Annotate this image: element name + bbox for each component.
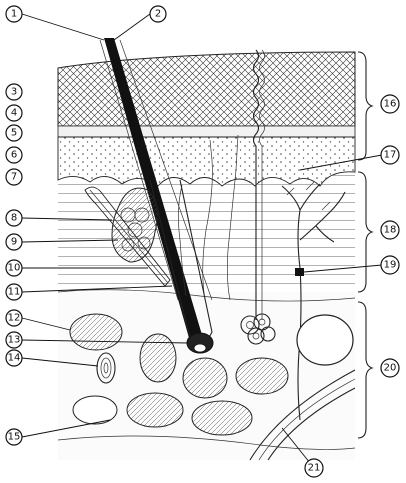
clear-layer xyxy=(58,126,355,137)
svg-text:21: 21 xyxy=(308,463,321,474)
svg-text:17: 17 xyxy=(384,150,397,161)
svg-text:15: 15 xyxy=(8,432,21,443)
label-7: 7 xyxy=(6,169,22,185)
svg-text:13: 13 xyxy=(8,335,21,346)
label-16: 16 xyxy=(381,95,399,113)
label-2: 2 xyxy=(150,6,166,22)
svg-text:10: 10 xyxy=(8,263,21,274)
label-12: 12 xyxy=(6,310,22,326)
svg-text:5: 5 xyxy=(11,128,17,139)
svg-text:12: 12 xyxy=(8,313,21,324)
label-5: 5 xyxy=(6,125,22,141)
brace-20 xyxy=(358,302,372,438)
label-9: 9 xyxy=(6,234,22,250)
svg-text:9: 9 xyxy=(11,237,17,248)
label-21: 21 xyxy=(305,459,323,477)
svg-text:18: 18 xyxy=(384,225,397,236)
horny-layer xyxy=(58,52,355,126)
svg-text:14: 14 xyxy=(8,353,21,364)
svg-text:7: 7 xyxy=(11,172,17,183)
label-4: 4 xyxy=(6,105,22,121)
svg-text:8: 8 xyxy=(11,213,17,224)
svg-text:1: 1 xyxy=(11,9,17,20)
svg-text:2: 2 xyxy=(155,9,161,20)
svg-text:4: 4 xyxy=(11,108,17,119)
label-10: 10 xyxy=(6,260,22,276)
svg-text:11: 11 xyxy=(8,287,21,298)
label-17: 17 xyxy=(381,146,399,164)
label-15: 15 xyxy=(6,429,22,445)
label-1: 1 xyxy=(6,6,22,22)
label-3: 3 xyxy=(6,84,22,100)
svg-text:6: 6 xyxy=(11,150,17,161)
label-8: 8 xyxy=(6,210,22,226)
capillary-marker xyxy=(295,268,304,276)
label-19: 19 xyxy=(381,256,399,274)
label-14: 14 xyxy=(6,350,22,366)
brace-18 xyxy=(358,172,372,292)
label-11: 11 xyxy=(6,284,22,300)
dermis xyxy=(58,172,355,292)
svg-text:20: 20 xyxy=(384,363,397,374)
svg-text:3: 3 xyxy=(11,87,17,98)
label-18: 18 xyxy=(381,221,399,239)
label-6: 6 xyxy=(6,147,22,163)
svg-text:19: 19 xyxy=(384,260,397,271)
label-13: 13 xyxy=(6,332,22,348)
brace-16 xyxy=(358,52,372,160)
label-20: 20 xyxy=(381,359,399,377)
svg-text:16: 16 xyxy=(384,99,397,110)
hair-papilla xyxy=(187,333,213,353)
